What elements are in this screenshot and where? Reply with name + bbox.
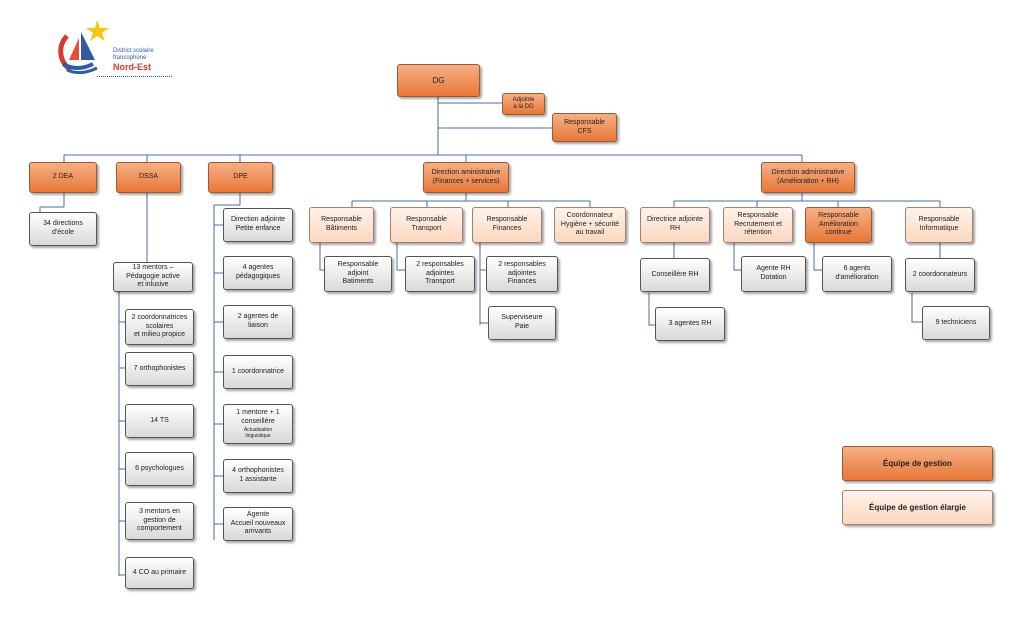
box-9-techniciens: 9 techniciens (922, 306, 990, 340)
box-2-agentes-liaison: 2 agentes de liaison (223, 305, 293, 339)
box-7-orthophonistes: 7 orthophonistes (125, 352, 194, 386)
sailboat-star-logo-icon (58, 20, 109, 75)
box-responsable-adjoint-batiments: Responsable adjoint Batiments (324, 256, 392, 292)
box-superviseure-paie: Superviseure Paie (488, 306, 556, 340)
box-coordonnateur-hygiene: Coordonnateur Hygiène + sécurité au trav… (554, 207, 626, 243)
box-1-coordonnatrice: 1 coordonnatrice (223, 355, 293, 389)
box-responsable-amelioration: Responsable Amélioration continue (805, 207, 872, 243)
box-dg: DG (397, 64, 480, 97)
box-13-mentors: 13 mentors – Pédagogie active et inlusiv… (113, 262, 193, 292)
connector-amelioration-bar (674, 193, 940, 202)
logo-line-2: francophone (113, 55, 147, 61)
box-direction-admin-amelioration: Direction administrative (Amélioration +… (761, 162, 855, 193)
box-dssa: DSSA (116, 162, 181, 193)
box-responsables-adjointes-finances: 2 responsables adjointes Finances (486, 256, 558, 292)
actualisation-label: Actualisation linguistique (243, 426, 273, 439)
box-4-orthophonistes-assistante: 4 orthophonistes 1 assistante (223, 459, 293, 493)
box-responsable-finances: Responsable Finances (472, 207, 542, 243)
logo-line-3: Nord-Est (113, 62, 151, 72)
box-responsable-cfs: Responsable CFS (552, 113, 617, 142)
box-responsable-recrutement: Responsable Recrutement et rétention (723, 207, 793, 243)
logo-tagline-divider (97, 76, 172, 77)
connector-batiments (319, 243, 324, 271)
district-logo: District scolaire francophone Nord-Est (55, 18, 185, 88)
box-conseillere-rh: Conseillère RH (640, 258, 710, 292)
box-direction-admin-finances: Direction aministrative (Finances + serv… (423, 162, 509, 193)
box-6-agents-amelioration: 6 agents d'amélioration (822, 256, 892, 292)
box-agente-rh-dotation: Agente RH Dotation (741, 256, 806, 292)
connector-dea (39, 193, 65, 212)
box-coordonnatrices-scolaires: 2 coordonnatrices scolaires et milieu pr… (125, 309, 194, 345)
logo-line-1: District scolaire (113, 48, 154, 54)
box-responsable-batiments: Responsable Bâtiments (309, 207, 374, 243)
box-directrice-adjointe-rh: Directrice adjointe RH (640, 207, 710, 243)
box-3-mentors-gestion: 3 mentors en gestion de comportement (125, 502, 194, 540)
box-mentore-conseillere: 1 mentore + 1 conseillère Actualisation … (223, 404, 293, 444)
box-2-coordonnateurs: 2 coordonnateurs (905, 258, 975, 292)
legend-equipe-gestion-elargie: Équipe de gestion élargie (842, 490, 993, 525)
box-responsable-transport: Responsable Transport (390, 207, 463, 243)
mentore-conseillere-label: 1 mentore + 1 conseillère (236, 409, 280, 425)
box-adjointe-dg: Adjointe à la DG (502, 93, 545, 115)
box-4-agentes-pedagogiques: 4 agentes pédagogiques (223, 256, 293, 290)
box-direction-adjointe-petite-enfance: Direction adjointe Petite enfance (223, 208, 293, 242)
connector-level1-drops (63, 155, 803, 162)
box-4-co-primaire: 4 CO au primaire (125, 557, 194, 589)
box-2-dea: 2 DEA (29, 162, 97, 193)
box-dpe: DPE (208, 162, 273, 193)
box-14-ts: 14 TS (125, 404, 194, 438)
box-34-directions-ecole: 34 directions d'école (29, 212, 97, 246)
box-agente-accueil: Agente Accueil nouveaux arrivants (223, 507, 293, 541)
legend-equipe-gestion: Équipe de gestion (842, 446, 993, 481)
box-3-agentes-rh: 3 agentes RH (655, 307, 725, 341)
box-6-psychologues: 6 psychologues (125, 452, 194, 486)
connector-finances-bar (352, 193, 590, 202)
box-responsables-adjointes-transport: 2 responsables adjointes Transport (405, 256, 475, 292)
box-responsable-informatique: Responsable Informatique (905, 207, 973, 243)
